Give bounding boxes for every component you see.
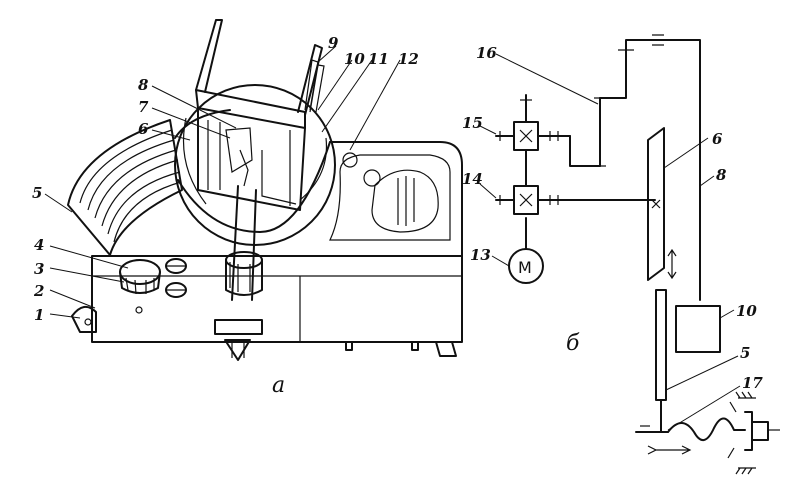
label-4: 4 bbox=[34, 236, 44, 254]
motor: M bbox=[508, 217, 544, 284]
carriage-plate bbox=[647, 127, 677, 281]
label-9: 9 bbox=[328, 34, 339, 52]
panel-a-labels: 1 2 3 4 5 6 7 8 9 10 11 12 а bbox=[32, 34, 419, 398]
label-10: 10 bbox=[344, 50, 365, 68]
label-5: 5 bbox=[32, 184, 42, 202]
gear-units bbox=[495, 94, 656, 215]
label-6: 6 bbox=[138, 120, 149, 138]
panel-a-machine: 1 2 3 4 5 6 7 8 9 10 11 12 а bbox=[32, 19, 463, 398]
motor-symbol: M bbox=[518, 258, 532, 277]
label-7: 7 bbox=[138, 98, 149, 116]
label-12: 12 bbox=[398, 50, 419, 68]
carriage-trays bbox=[195, 19, 325, 211]
panel-b-leaders bbox=[479, 53, 741, 431]
label-b-15: 15 bbox=[462, 114, 483, 132]
caption-b: б bbox=[566, 331, 580, 356]
knife-rod bbox=[635, 289, 780, 475]
control-knobs bbox=[119, 258, 187, 314]
label-b-13: 13 bbox=[470, 246, 491, 264]
label-b-16: 16 bbox=[476, 44, 497, 62]
product-chute bbox=[67, 119, 183, 256]
panel-b-labels: 5 6 8 10 13 14 15 16 17 б bbox=[462, 44, 763, 392]
label-b-8: 8 bbox=[716, 166, 727, 184]
weight-block bbox=[675, 305, 721, 353]
label-b-17: 17 bbox=[742, 374, 763, 392]
panel-b-scheme: M bbox=[462, 34, 780, 475]
machine-housing bbox=[174, 109, 463, 257]
label-b-5: 5 bbox=[740, 344, 750, 362]
handle-column bbox=[214, 185, 263, 361]
label-b-6: 6 bbox=[712, 130, 723, 148]
label-2: 2 bbox=[33, 282, 44, 300]
label-11: 11 bbox=[368, 50, 389, 68]
label-b-14: 14 bbox=[462, 170, 483, 188]
label-1: 1 bbox=[34, 306, 44, 324]
crank-linkage bbox=[594, 34, 701, 301]
machine-base bbox=[91, 255, 463, 357]
panel-a-leaders bbox=[44, 45, 401, 319]
base-foot bbox=[71, 305, 97, 333]
label-b-10: 10 bbox=[736, 302, 757, 320]
label-3: 3 bbox=[34, 260, 44, 278]
caption-a: а bbox=[272, 373, 285, 398]
label-8: 8 bbox=[138, 76, 149, 94]
